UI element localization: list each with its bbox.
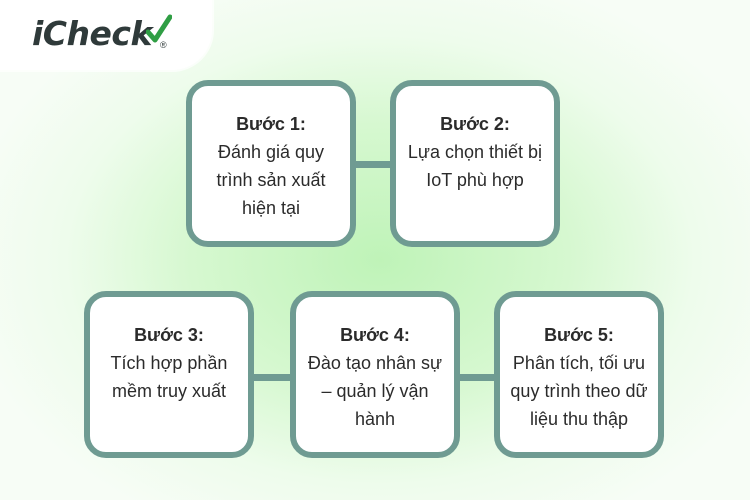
step-box-5: Bước 5: Phân tích, tối ưu quy trình theo… [494, 291, 664, 458]
connector-step4-step5 [460, 374, 496, 381]
step-title: Bước 3: [134, 325, 204, 345]
step-description: Tích hợp phần mềm truy xuất [110, 353, 228, 401]
registered-mark: ® [160, 40, 167, 50]
step-title: Bước 1: [236, 114, 306, 134]
checkmark-icon [146, 14, 172, 43]
step-box-4: Bước 4: Đào tạo nhân sự – quản lý vận hà… [290, 291, 460, 458]
step-box-2: Bước 2: Lựa chọn thiết bị IoT phù hợp [390, 80, 560, 247]
step-box-3: Bước 3: Tích hợp phần mềm truy xuất [84, 291, 254, 458]
step-title: Bước 5: [544, 325, 614, 345]
step-title: Bước 2: [440, 114, 510, 134]
brand-logo: iCheck [32, 14, 152, 58]
brand-name: iCheck [32, 14, 152, 53]
logo-panel [0, 0, 212, 70]
step-description: Đào tạo nhân sự – quản lý vận hành [307, 353, 443, 429]
step-description: Phân tích, tối ưu quy trình theo dữ liệu… [510, 353, 648, 429]
step-box-1: Bước 1: Đánh giá quy trình sản xuất hiện… [186, 80, 356, 247]
step-description: Lựa chọn thiết bị IoT phù hợp [407, 142, 543, 190]
step-title: Bước 4: [340, 325, 410, 345]
connector-step3-step4 [252, 374, 292, 381]
connector-step1-step2 [356, 161, 392, 168]
step-description: Đánh giá quy trình sản xuất hiện tại [216, 142, 326, 218]
